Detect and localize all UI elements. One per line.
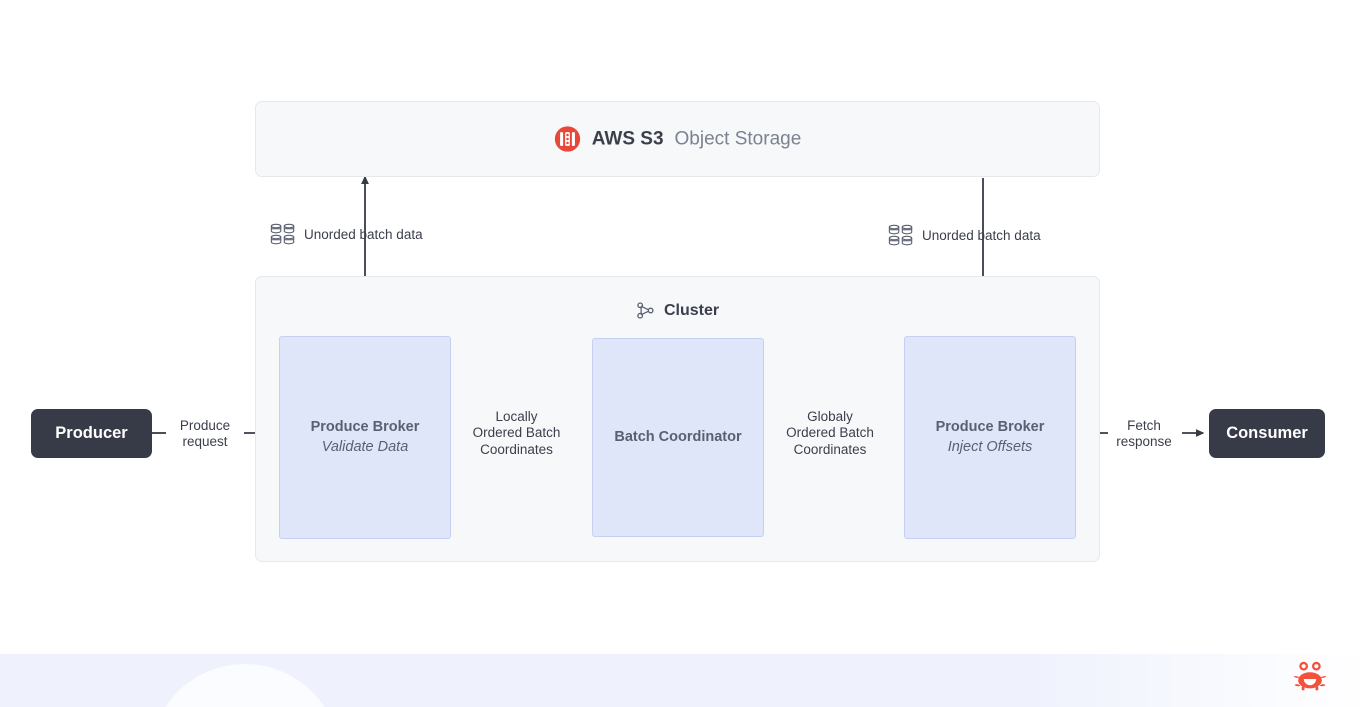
node-title: Batch Coordinator <box>614 428 742 445</box>
cluster-network-icon <box>637 302 654 319</box>
object-storage-title: AWS S3 Object Storage <box>256 126 1099 153</box>
storage-edge-label-upload: Unorded batch data <box>270 222 423 246</box>
storage-edge-label-upload-text: Unorded batch data <box>304 226 423 242</box>
edge-label-locally-ordered: Locally Ordered Batch Coordinates <box>472 409 561 457</box>
node-subtitle: Inject Offsets <box>947 438 1033 455</box>
endpoint-producer-label: Producer <box>55 424 128 442</box>
crab-logo <box>1293 661 1327 691</box>
database-stack-icon <box>888 224 913 246</box>
object-storage-panel: AWS S3 Object Storage <box>255 101 1100 177</box>
cluster-label: Cluster <box>663 301 720 319</box>
endpoint-consumer-label: Consumer <box>1226 424 1308 442</box>
node-batch-coordinator[interactable]: Batch Coordinator <box>592 338 764 537</box>
database-stack-icon <box>270 223 295 245</box>
cluster-title: Cluster <box>256 301 1099 320</box>
endpoint-consumer[interactable]: Consumer <box>1209 409 1325 458</box>
endpoint-producer[interactable]: Producer <box>31 409 152 458</box>
node-title: Produce Broker <box>935 418 1045 435</box>
node-title: Produce Broker <box>310 418 420 435</box>
footer-decorative-circle <box>150 664 340 707</box>
object-storage-brand: AWS S3 <box>591 128 664 149</box>
object-storage-label: Object Storage <box>674 128 802 149</box>
aws-s3-bucket-icon <box>554 126 580 152</box>
edge-label-fetch-response: Fetch response <box>1116 418 1172 450</box>
footer-band <box>0 654 1368 707</box>
edge-label-globaly-ordered: Globaly Ordered Batch Coordinates <box>786 409 874 457</box>
node-produce-broker-inject[interactable]: Produce Broker Inject Offsets <box>904 336 1076 539</box>
edge-label-produce-request: Produce request <box>179 418 231 450</box>
storage-edge-label-download-text: Unorded batch data <box>922 227 1041 243</box>
node-subtitle: Validate Data <box>321 438 409 455</box>
node-produce-broker-validate[interactable]: Produce Broker Validate Data <box>279 336 451 539</box>
storage-edge-label-download: Unorded batch data <box>888 223 1041 247</box>
